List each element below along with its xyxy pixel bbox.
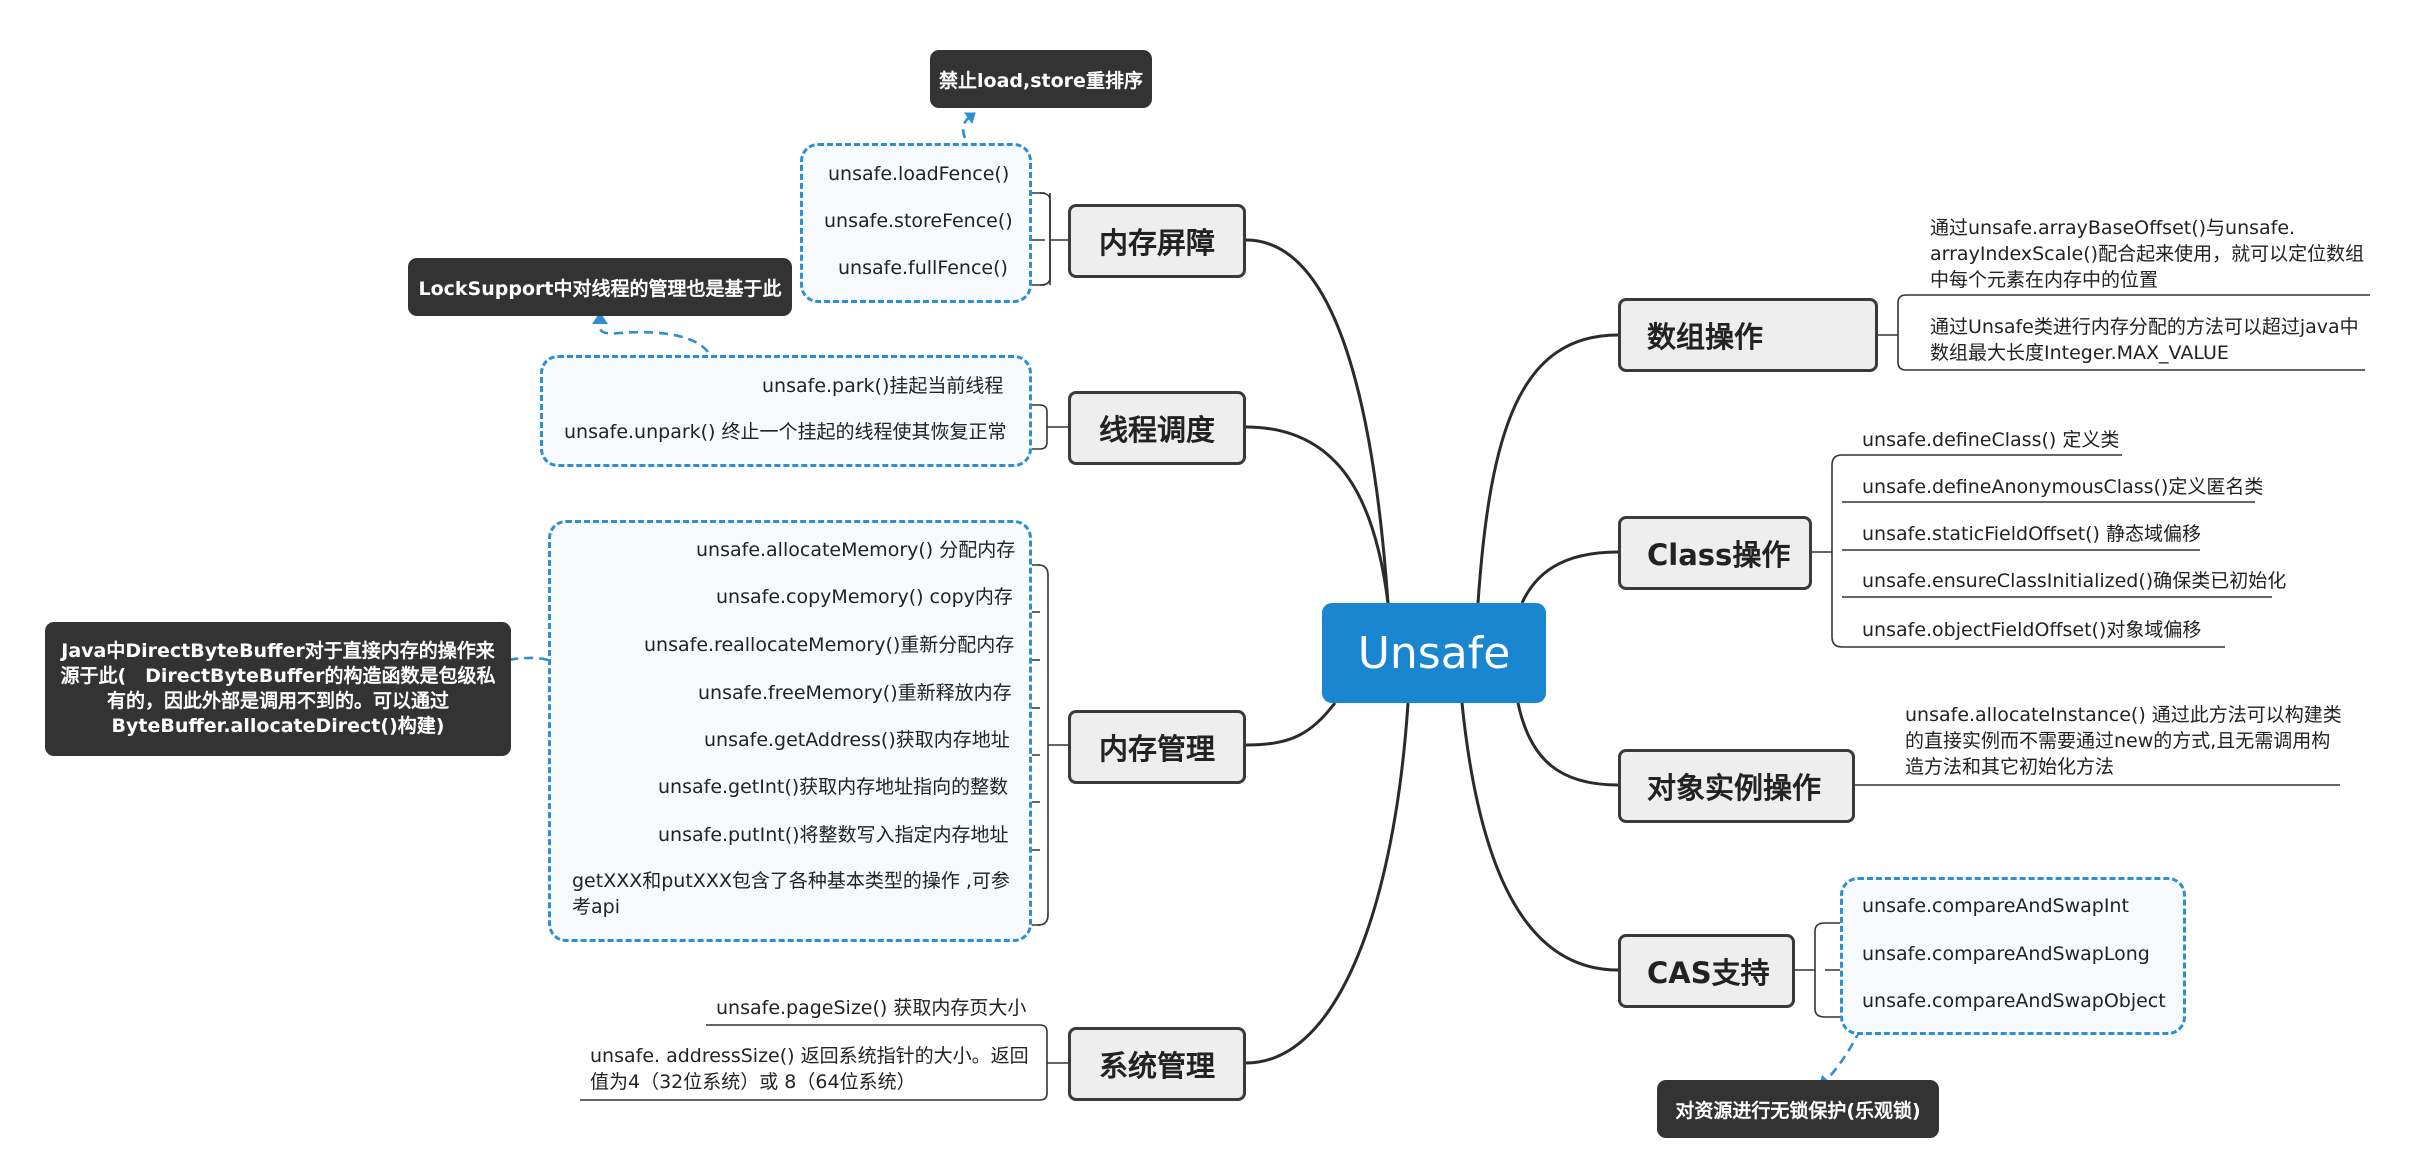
leaf-free-memory[interactable]: unsafe.freeMemory()重新释放内存 (698, 682, 1012, 704)
group-memory-barrier (800, 143, 1032, 303)
leaf-static-field-offset[interactable]: unsafe.staticFieldOffset() 静态域偏移 (1862, 523, 2202, 545)
leaf-define-class[interactable]: unsafe.defineClass() 定义类 (1862, 429, 2120, 451)
branch-memory-management (1245, 702, 1337, 747)
leaf-object-field-offset[interactable]: unsafe.objectFieldOffset()对象域偏移 (1862, 619, 2202, 641)
topic-class-ops[interactable]: Class操作 (1618, 516, 1812, 590)
topic-memory-management[interactable]: 内存管理 (1068, 710, 1246, 784)
leaf-cas-int[interactable]: unsafe.compareAndSwapInt (1862, 895, 2129, 917)
topic-memory-barrier[interactable]: 内存屏障 (1068, 204, 1246, 278)
branch-class-ops (1520, 550, 1619, 604)
leaf-array-max-length[interactable]: 通过Unsafe类进行内存分配的方法可以超过java中数组最大长度Integer… (1930, 316, 2359, 364)
group-thread-scheduling (540, 355, 1032, 467)
leaf-reallocate-memory[interactable]: unsafe.reallocateMemory()重新分配内存 (644, 634, 1015, 656)
leaf-put-int[interactable]: unsafe.putInt()将整数写入指定内存地址 (658, 824, 1009, 846)
note-memory-barrier[interactable]: 禁止load,store重排序 (930, 50, 1152, 108)
topic-cas[interactable]: CAS支持 (1618, 934, 1795, 1008)
leaf-page-size[interactable]: unsafe.pageSize() 获取内存页大小 (716, 997, 1027, 1019)
leaf-define-anonymous-class[interactable]: unsafe.defineAnonymousClass()定义匿名类 (1862, 476, 2264, 498)
note-connector-barrier (961, 111, 976, 139)
leaf-copy-memory[interactable]: unsafe.copyMemory() copy内存 (716, 586, 1013, 608)
topic-system-management[interactable]: 系统管理 (1068, 1027, 1246, 1101)
root-node[interactable]: Unsafe (1322, 603, 1546, 703)
leaf-unpark[interactable]: unsafe.unpark() 终止一个挂起的线程使其恢复正常 (564, 421, 1007, 443)
branch-system-management (1245, 702, 1410, 1065)
leaf-ensure-class-initialized[interactable]: unsafe.ensureClassInitialized()确保类已初始化 (1862, 570, 2287, 592)
group-memory-management (548, 520, 1032, 942)
leaf-full-fence[interactable]: unsafe.fullFence() (838, 257, 1008, 279)
note-memory-management[interactable]: Java中DirectByteBuffer对于直接内存的操作来源于此( Dire… (45, 622, 511, 756)
leaf-allocate-instance[interactable]: unsafe.allocateInstance() 通过此方法可以构建类的直接实… (1905, 704, 2342, 778)
note-connector-cas (1824, 1029, 1862, 1083)
note-connector-thread (598, 325, 710, 353)
group-cas (1840, 877, 2186, 1035)
leaf-allocate-memory[interactable]: unsafe.allocateMemory() 分配内存 (696, 539, 1016, 561)
branch-thread-scheduling (1245, 425, 1390, 604)
branch-instance-ops (1516, 702, 1619, 787)
leaf-park[interactable]: unsafe.park()挂起当前线程 (762, 375, 1004, 397)
leaf-store-fence[interactable]: unsafe.storeFence() (824, 210, 1013, 232)
branch-array-ops (1476, 333, 1619, 604)
leaf-cas-long[interactable]: unsafe.compareAndSwapLong (1862, 943, 2150, 965)
leaf-get-address[interactable]: unsafe.getAddress()获取内存地址 (704, 729, 1010, 751)
branch-cas (1460, 702, 1619, 972)
topic-thread-scheduling[interactable]: 线程调度 (1068, 391, 1246, 465)
note-cas[interactable]: 对资源进行无锁保护(乐观锁) (1657, 1080, 1939, 1138)
topic-array-ops[interactable]: 数组操作 (1618, 298, 1878, 372)
leaf-array-base-offset[interactable]: 通过unsafe.arrayBaseOffset()与unsafe. array… (1930, 217, 2365, 291)
leaf-get-int[interactable]: unsafe.getInt()获取内存地址指向的整数 (658, 776, 1009, 798)
leaf-address-size[interactable]: unsafe. addressSize() 返回系统指针的大小。返回值为4（32… (590, 1045, 1029, 1093)
note-thread-scheduling[interactable]: LockSupport中对线程的管理也是基于此 (408, 258, 792, 316)
leaf-cas-object[interactable]: unsafe.compareAndSwapObject (1862, 990, 2166, 1012)
topic-instance-ops[interactable]: 对象实例操作 (1618, 749, 1855, 823)
branch-memory-barrier (1245, 238, 1390, 604)
leaf-load-fence[interactable]: unsafe.loadFence() (828, 163, 1010, 185)
leaf-get-put-xxx[interactable]: getXXX和putXXX包含了各种基本类型的操作 ,可参考api (572, 870, 1010, 918)
